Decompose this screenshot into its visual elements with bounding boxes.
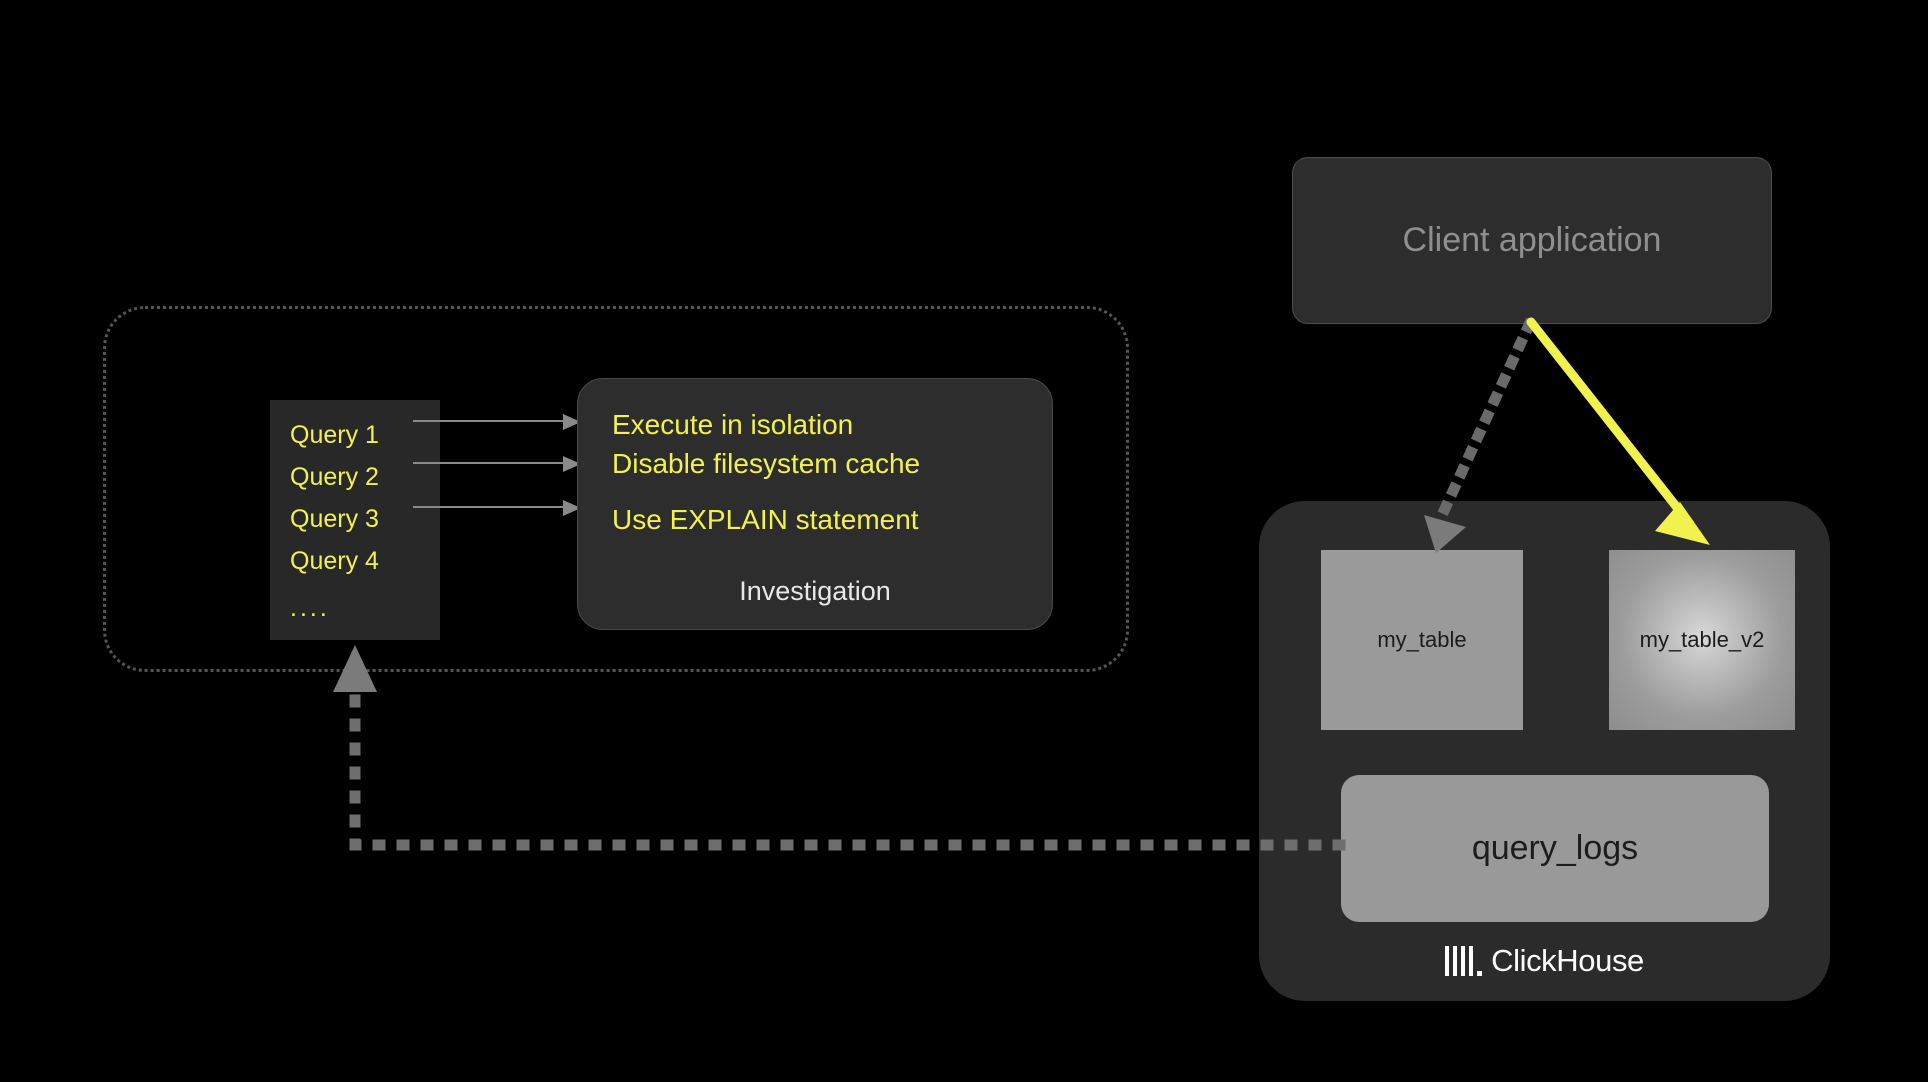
- table-label: my_table: [1377, 627, 1467, 652]
- arrow-shaft: [413, 462, 565, 464]
- investigation-card: Execute in isolation Disable filesystem …: [577, 378, 1053, 630]
- list-item: Query 2: [290, 463, 379, 491]
- client-application-label: Client application: [1402, 221, 1662, 259]
- query-logs-label: query_logs: [1471, 829, 1639, 867]
- arrow-head-icon: [563, 500, 581, 516]
- query-list-box: Query 1 Query 2 Query 3 Query 4 ....: [270, 400, 440, 640]
- clickhouse-bars-icon: [1445, 946, 1483, 976]
- investigation-line: Disable filesystem cache: [612, 448, 921, 479]
- investigation-line: Execute in isolation: [612, 409, 854, 440]
- list-item-ellipsis: ....: [290, 594, 330, 622]
- list-item: Query 1: [290, 421, 379, 449]
- investigation-caption: Investigation: [739, 576, 891, 606]
- table-my-table: my_table: [1321, 550, 1523, 730]
- table-my-table-v2: my_table_v2: [1609, 550, 1795, 730]
- query-logs-box: query_logs: [1341, 775, 1769, 922]
- arrow-query-2-to-investigation: [413, 456, 581, 472]
- arrow-shaft: [413, 420, 565, 422]
- connector-query-logs-to-query-list: [333, 645, 1346, 851]
- clickhouse-logo: ClickHouse: [1259, 943, 1830, 979]
- table-label: my_table_v2: [1639, 627, 1765, 652]
- list-item: Query 3: [290, 505, 379, 533]
- client-application-box: Client application: [1292, 157, 1772, 324]
- list-item: Query 4: [290, 547, 379, 575]
- arrow-shaft: [413, 506, 565, 508]
- investigation-line: Use EXPLAIN statement: [612, 504, 919, 535]
- arrow-query-3-to-investigation: [413, 500, 581, 516]
- clickhouse-wordmark: ClickHouse: [1491, 943, 1644, 978]
- arrow-head-icon: [563, 414, 581, 430]
- arrow-query-1-to-investigation: [413, 414, 581, 430]
- arrow-head-icon: [563, 456, 581, 472]
- clickhouse-container: my_table my_table_v2 query_logs ClickHou…: [1259, 501, 1830, 1001]
